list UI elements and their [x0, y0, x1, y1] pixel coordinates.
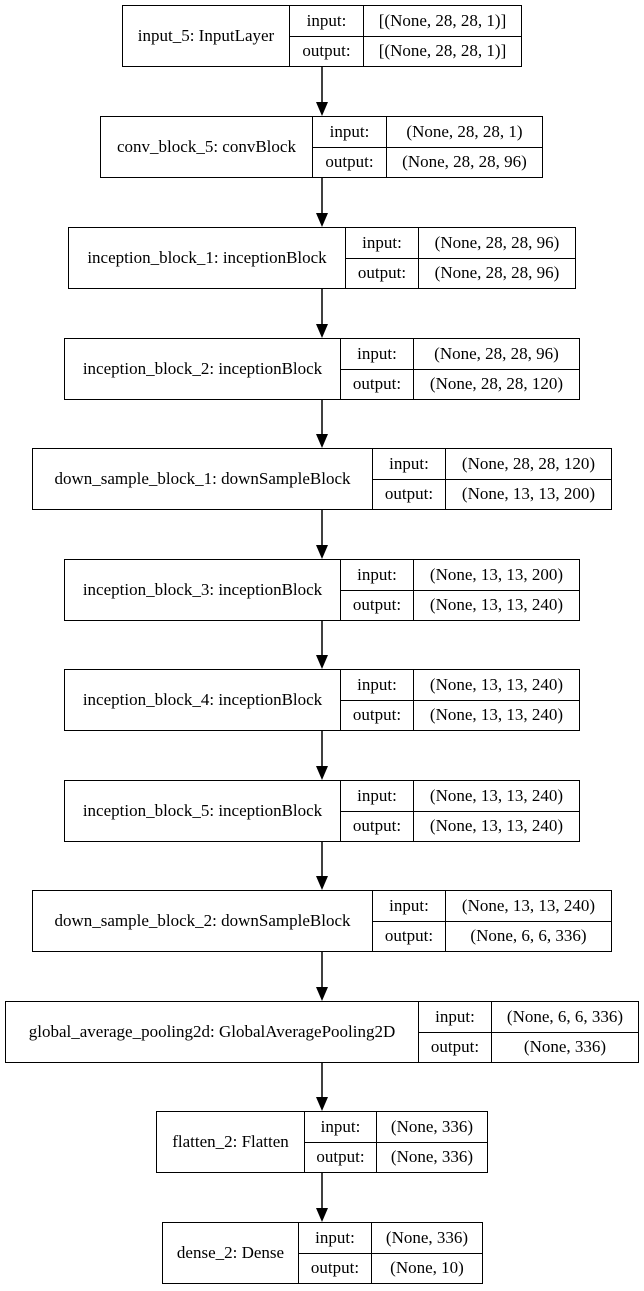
output-shape: (None, 336)	[523, 1037, 607, 1057]
layer-box-inception-block-1: inception_block_1: inceptionBlock input:…	[68, 227, 576, 289]
arrow-head-icon	[316, 102, 328, 116]
input-shape: (None, 28, 28, 96)	[414, 339, 579, 370]
arrow-head-icon	[316, 324, 328, 338]
layer-name: inception_block_2: inceptionBlock	[65, 339, 341, 399]
arrow-head-icon	[316, 876, 328, 890]
arrow-head-icon	[316, 1097, 328, 1111]
input-label: input:	[305, 1112, 376, 1143]
arrow-head-icon	[316, 655, 328, 669]
output-shape: (None, 28, 28, 96)	[434, 263, 560, 283]
layer-name: inception_block_5: inceptionBlock	[65, 781, 341, 841]
arrow-head-icon	[316, 766, 328, 780]
output-label: output:	[302, 41, 351, 61]
output-label: output:	[325, 152, 374, 172]
layer-name: down_sample_block_1: downSampleBlock	[33, 449, 373, 509]
layer-box-dense-2: dense_2: Dense input: output: (None, 336…	[162, 1222, 483, 1284]
input-shape: (None, 6, 6, 336)	[492, 1002, 638, 1033]
output-label: output:	[352, 595, 402, 615]
input-shape: (None, 13, 13, 200)	[414, 560, 579, 591]
output-label: output:	[316, 1147, 365, 1167]
output-shape: (None, 13, 13, 200)	[461, 484, 596, 504]
input-label: input:	[299, 1223, 371, 1254]
input-label: input:	[346, 228, 418, 259]
output-label: output:	[352, 816, 402, 836]
output-shape: (None, 28, 28, 120)	[429, 374, 564, 394]
output-shape: (None, 13, 13, 240)	[429, 816, 564, 836]
input-label: input:	[341, 670, 413, 701]
output-label: output:	[352, 705, 402, 725]
input-shape: (None, 336)	[377, 1112, 487, 1143]
output-shape: (None, 336)	[390, 1147, 474, 1167]
input-label: input:	[341, 560, 413, 591]
arrow-head-icon	[316, 434, 328, 448]
layer-name: dense_2: Dense	[163, 1223, 299, 1283]
input-label: input:	[419, 1002, 491, 1033]
input-shape: [(None, 28, 28, 1)]	[364, 6, 521, 37]
input-label: input:	[290, 6, 363, 37]
layer-box-conv-block-5: conv_block_5: convBlock input: output: (…	[100, 116, 543, 178]
input-label: input:	[341, 781, 413, 812]
layer-name: global_average_pooling2d: GlobalAverageP…	[6, 1002, 419, 1062]
layer-name: input_5: InputLayer	[123, 6, 290, 66]
layer-box-flatten-2: flatten_2: Flatten input: output: (None,…	[156, 1111, 488, 1173]
output-label: output:	[310, 1258, 360, 1278]
layer-name: inception_block_3: inceptionBlock	[65, 560, 341, 620]
input-label: input:	[313, 117, 386, 148]
input-shape: (None, 28, 28, 96)	[419, 228, 575, 259]
arrow-head-icon	[316, 213, 328, 227]
arrow-head-icon	[316, 1208, 328, 1222]
input-shape: (None, 13, 13, 240)	[414, 781, 579, 812]
input-shape: (None, 28, 28, 1)	[387, 117, 542, 148]
output-label: output:	[384, 484, 434, 504]
input-shape: (None, 28, 28, 120)	[446, 449, 611, 480]
layer-box-down-sample-block-2: down_sample_block_2: downSampleBlock inp…	[32, 890, 612, 952]
arrow-head-icon	[316, 987, 328, 1001]
input-shape: (None, 13, 13, 240)	[414, 670, 579, 701]
arrow-head-icon	[316, 545, 328, 559]
layer-box-inception-block-4: inception_block_4: inceptionBlock input:…	[64, 669, 580, 731]
layer-name: inception_block_4: inceptionBlock	[65, 670, 341, 730]
layer-box-input-5: input_5: InputLayer input: output: [(Non…	[122, 5, 522, 67]
layer-box-inception-block-2: inception_block_2: inceptionBlock input:…	[64, 338, 580, 400]
input-label: input:	[373, 449, 445, 480]
output-shape: (None, 10)	[390, 1258, 464, 1278]
layer-name: down_sample_block_2: downSampleBlock	[33, 891, 373, 951]
output-label: output:	[384, 926, 434, 946]
input-label: input:	[341, 339, 413, 370]
layer-box-down-sample-block-1: down_sample_block_1: downSampleBlock inp…	[32, 448, 612, 510]
output-shape: (None, 28, 28, 96)	[402, 152, 527, 172]
output-shape: (None, 13, 13, 240)	[429, 595, 564, 615]
output-label: output:	[357, 263, 407, 283]
layer-box-inception-block-3: inception_block_3: inceptionBlock input:…	[64, 559, 580, 621]
output-shape: [(None, 28, 28, 1)]	[378, 41, 507, 61]
output-shape: (None, 13, 13, 240)	[429, 705, 564, 725]
layer-name: flatten_2: Flatten	[157, 1112, 305, 1172]
layer-box-inception-block-5: inception_block_5: inceptionBlock input:…	[64, 780, 580, 842]
output-shape: (None, 6, 6, 336)	[470, 926, 587, 946]
layer-box-global-average-pooling2d: global_average_pooling2d: GlobalAverageP…	[5, 1001, 639, 1063]
input-shape: (None, 336)	[372, 1223, 482, 1254]
layer-name: conv_block_5: convBlock	[101, 117, 313, 177]
output-label: output:	[352, 374, 402, 394]
output-label: output:	[430, 1037, 480, 1057]
input-shape: (None, 13, 13, 240)	[446, 891, 611, 922]
layer-name: inception_block_1: inceptionBlock	[69, 228, 346, 288]
input-label: input:	[373, 891, 445, 922]
